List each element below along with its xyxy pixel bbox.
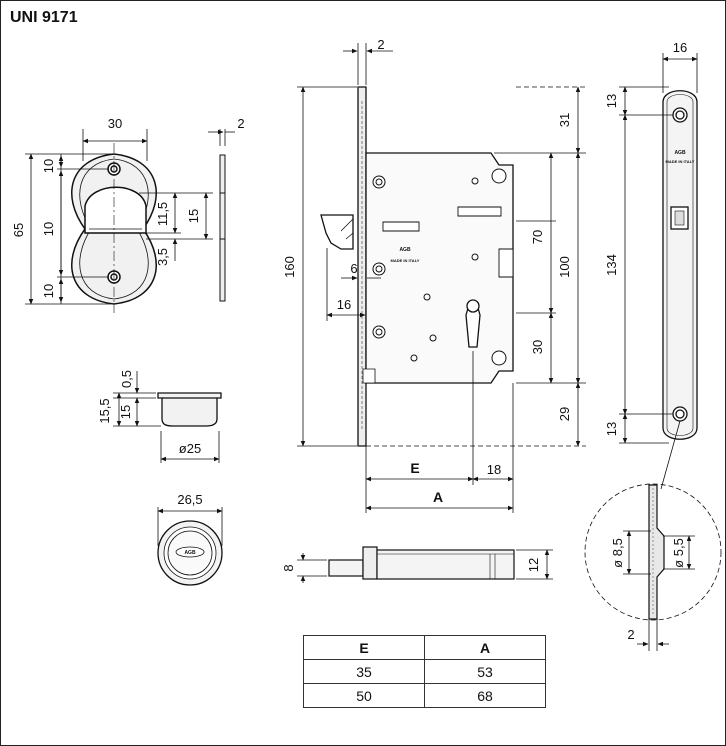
top-gap-label: 31	[557, 113, 572, 127]
strike-plate-dims	[25, 129, 235, 305]
faceplate-dims	[619, 53, 698, 490]
spindle-diameter-label: 12	[526, 558, 541, 572]
lock-body-logo: AGB	[399, 247, 411, 253]
table-cell: 50	[303, 683, 425, 708]
faceplate-width-label: 16	[673, 40, 687, 55]
cup-inner-height-label: 15	[118, 405, 133, 419]
table-header-A: A	[424, 635, 546, 660]
lock-height-label: 160	[282, 256, 297, 278]
screw-span-label: 134	[604, 254, 619, 276]
screw-top-label: 13	[604, 94, 619, 108]
latch-to-key-label: 70	[530, 230, 545, 244]
spindle-dims	[297, 549, 553, 583]
spindle	[328, 546, 515, 580]
strike-width-label: 30	[108, 116, 122, 131]
cup	[157, 392, 222, 427]
rosette-diameter-label: 26,5	[177, 492, 202, 507]
latch-proj-label: 6	[350, 261, 357, 276]
strike-seg-mid-label: 10	[41, 222, 56, 236]
detail-outer-diam-label: ø 8,5	[610, 538, 625, 568]
dimension-table: E A 35 53 50 68	[303, 635, 546, 708]
body-height-label: 100	[557, 256, 572, 278]
detail-thickness-label: 2	[627, 627, 634, 642]
face-thickness-label: 2	[377, 37, 384, 52]
table-cell: 53	[424, 659, 546, 684]
faceplate-made-in: MADE IN ITALY	[666, 159, 695, 164]
strike-slot-total-label: 15	[186, 209, 201, 223]
dim-A-label: A	[433, 489, 443, 505]
strike-slot-label: 11,5	[155, 202, 170, 226]
rosette	[157, 520, 223, 586]
strike-slot-offset-label: 3,5	[155, 248, 170, 266]
spindle-square-label: 8	[281, 564, 296, 571]
cup-diameter-label: ø25	[179, 441, 201, 456]
cup-outer-height-label: 15,5	[97, 398, 112, 423]
strike-height-label: 65	[11, 223, 26, 237]
dim-E-label: E	[410, 460, 419, 476]
detail-view	[584, 483, 722, 621]
strike-thickness-label: 2	[237, 116, 244, 131]
table-cell: 35	[303, 659, 425, 684]
strike-seg-bot-label: 10	[41, 284, 56, 298]
lock-body-holes	[372, 168, 507, 366]
table-header-E: E	[303, 635, 425, 660]
detail-dims	[623, 530, 695, 651]
table-cell: 68	[424, 683, 546, 708]
rosette-dims	[157, 507, 223, 546]
key-offset-label: 30	[530, 340, 545, 354]
cup-dims	[113, 371, 220, 463]
bottom-gap-label: 29	[557, 407, 572, 421]
lock-body-made-in: MADE IN ITALY	[391, 258, 420, 263]
table-row: 50 68	[303, 683, 546, 708]
right-margin-label: 18	[487, 462, 501, 477]
faceplate	[662, 90, 698, 440]
page-title: UNI 9171	[10, 9, 78, 26]
strike-seg-top-label: 10	[41, 159, 56, 173]
rosette-logo: AGB	[184, 550, 196, 556]
cup-rim-label: 0,5	[119, 370, 134, 388]
backset-offset-label: 16	[337, 297, 351, 312]
detail-inner-diam-label: ø 5,5	[671, 538, 686, 568]
table-header-row: E A	[303, 635, 546, 660]
lock-body-dims	[297, 43, 586, 513]
faceplate-logo: AGB	[674, 150, 686, 156]
strike-plate-side	[219, 154, 226, 302]
screw-bot-label: 13	[604, 422, 619, 436]
table-row: 35 53	[303, 659, 546, 684]
lock-body	[320, 86, 514, 447]
